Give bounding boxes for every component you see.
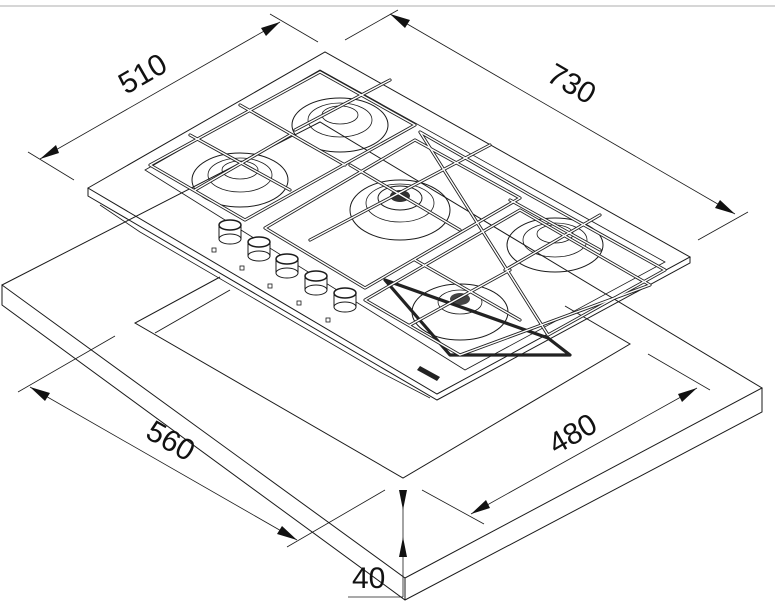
knob-2[interactable] [239,236,271,271]
extension-line [344,9,399,41]
arrow-head [261,22,280,36]
extension-line [269,13,319,43]
hob-lower-body [99,204,431,399]
arrow-head [399,537,407,557]
top-border [0,0,775,7]
arrow-head [30,387,50,401]
control-knobs [211,219,357,323]
arrow-head [678,388,697,402]
arrow-head [40,145,59,159]
pan-supports [148,70,667,357]
extension-line [647,353,711,391]
cutout-opening [133,276,631,479]
arrow-head [390,14,410,28]
extension-line [17,335,116,393]
knob-4[interactable] [296,270,328,306]
extension-line [697,211,749,241]
worktop-front-edge [1,285,763,601]
extension-line [27,151,75,181]
arrow-head [277,526,297,540]
knob-1[interactable] [211,219,242,253]
dimension-label-510: 510 [113,47,173,101]
dimension-line [29,386,298,541]
worktop [1,121,764,601]
dimension-label-40: 40 [352,562,385,595]
extension-line [286,489,386,548]
dimension-worktop-thickness: 40 [348,490,407,598]
cutout-inner-edge [154,289,231,334]
arrow-head [715,200,735,214]
knob-3[interactable] [267,253,299,289]
knob-5[interactable] [325,287,357,323]
arrow-head [399,490,407,510]
brand-logo-badge [417,366,440,381]
burner-front [411,283,509,341]
dimension-line [389,13,736,215]
dimension-label-480: 480 [543,407,603,461]
dimension-line [470,387,698,515]
dimension-label-730: 730 [542,57,602,111]
hob-plate-edge [87,188,691,401]
burner-rear-center [291,97,389,153]
hob [87,51,692,401]
hob-top-plate [87,51,692,395]
worktop-top-surface [1,121,764,579]
dimension-cutout-width: 560 [17,335,386,548]
arrow-head [471,500,490,514]
dimension-line [39,21,281,160]
extension-line [421,489,485,525]
cutout-outline [133,276,631,479]
